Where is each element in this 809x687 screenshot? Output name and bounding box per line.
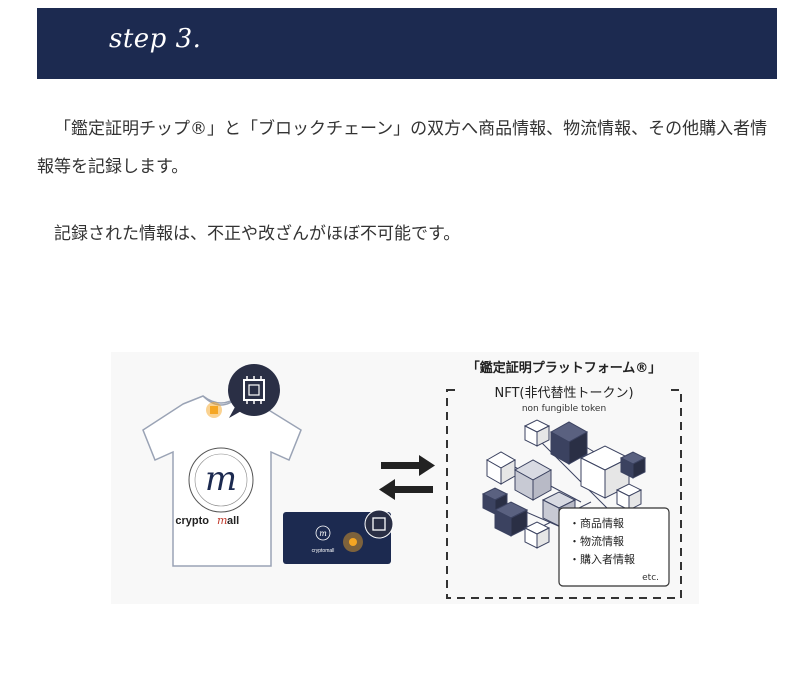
info-item-logistics: ・物流情報 bbox=[569, 534, 624, 548]
info-item-product: ・商品情報 bbox=[569, 516, 624, 530]
description-paragraph-2: 記録された情報は、不正や改ざんがほぼ不可能です。 bbox=[54, 224, 461, 244]
nft-sub-label: non fungible token bbox=[522, 404, 606, 414]
exchange-arrows-icon bbox=[379, 455, 435, 500]
nft-illustration: m crypto m all m cryptomall bbox=[111, 352, 699, 604]
card-brand-text: cryptomall bbox=[312, 548, 335, 554]
svg-text:m: m bbox=[217, 514, 227, 527]
step-title: step 3. bbox=[109, 24, 202, 54]
illustration-svg: m crypto m all m cryptomall bbox=[142, 360, 682, 599]
svg-text:m: m bbox=[319, 529, 327, 538]
tshirt-brand-text-2: all bbox=[227, 515, 239, 527]
tshirt-brand-text: crypto bbox=[175, 515, 209, 527]
step-banner: step 3. bbox=[37, 8, 777, 79]
info-item-purchaser: ・購入者情報 bbox=[569, 552, 635, 566]
chip-icon bbox=[228, 364, 280, 418]
authentication-card: m cryptomall bbox=[283, 509, 394, 564]
blockchain-cubes-icon bbox=[481, 419, 647, 549]
info-box: ・商品情報 ・物流情報 ・購入者情報 etc. bbox=[558, 507, 670, 587]
svg-text:m: m bbox=[205, 459, 237, 499]
info-etc: etc. bbox=[642, 573, 659, 583]
nft-label: NFT(非代替性トークン) bbox=[494, 386, 633, 401]
tshirt-image: m crypto m all bbox=[142, 395, 302, 567]
description-paragraph-1: 「鑑定証明チップ®」と「ブロックチェーン」の双方へ商品情報、物流情報、その他購入… bbox=[37, 119, 768, 177]
platform-title: 「鑑定証明プラットフォーム®」 bbox=[467, 360, 662, 376]
